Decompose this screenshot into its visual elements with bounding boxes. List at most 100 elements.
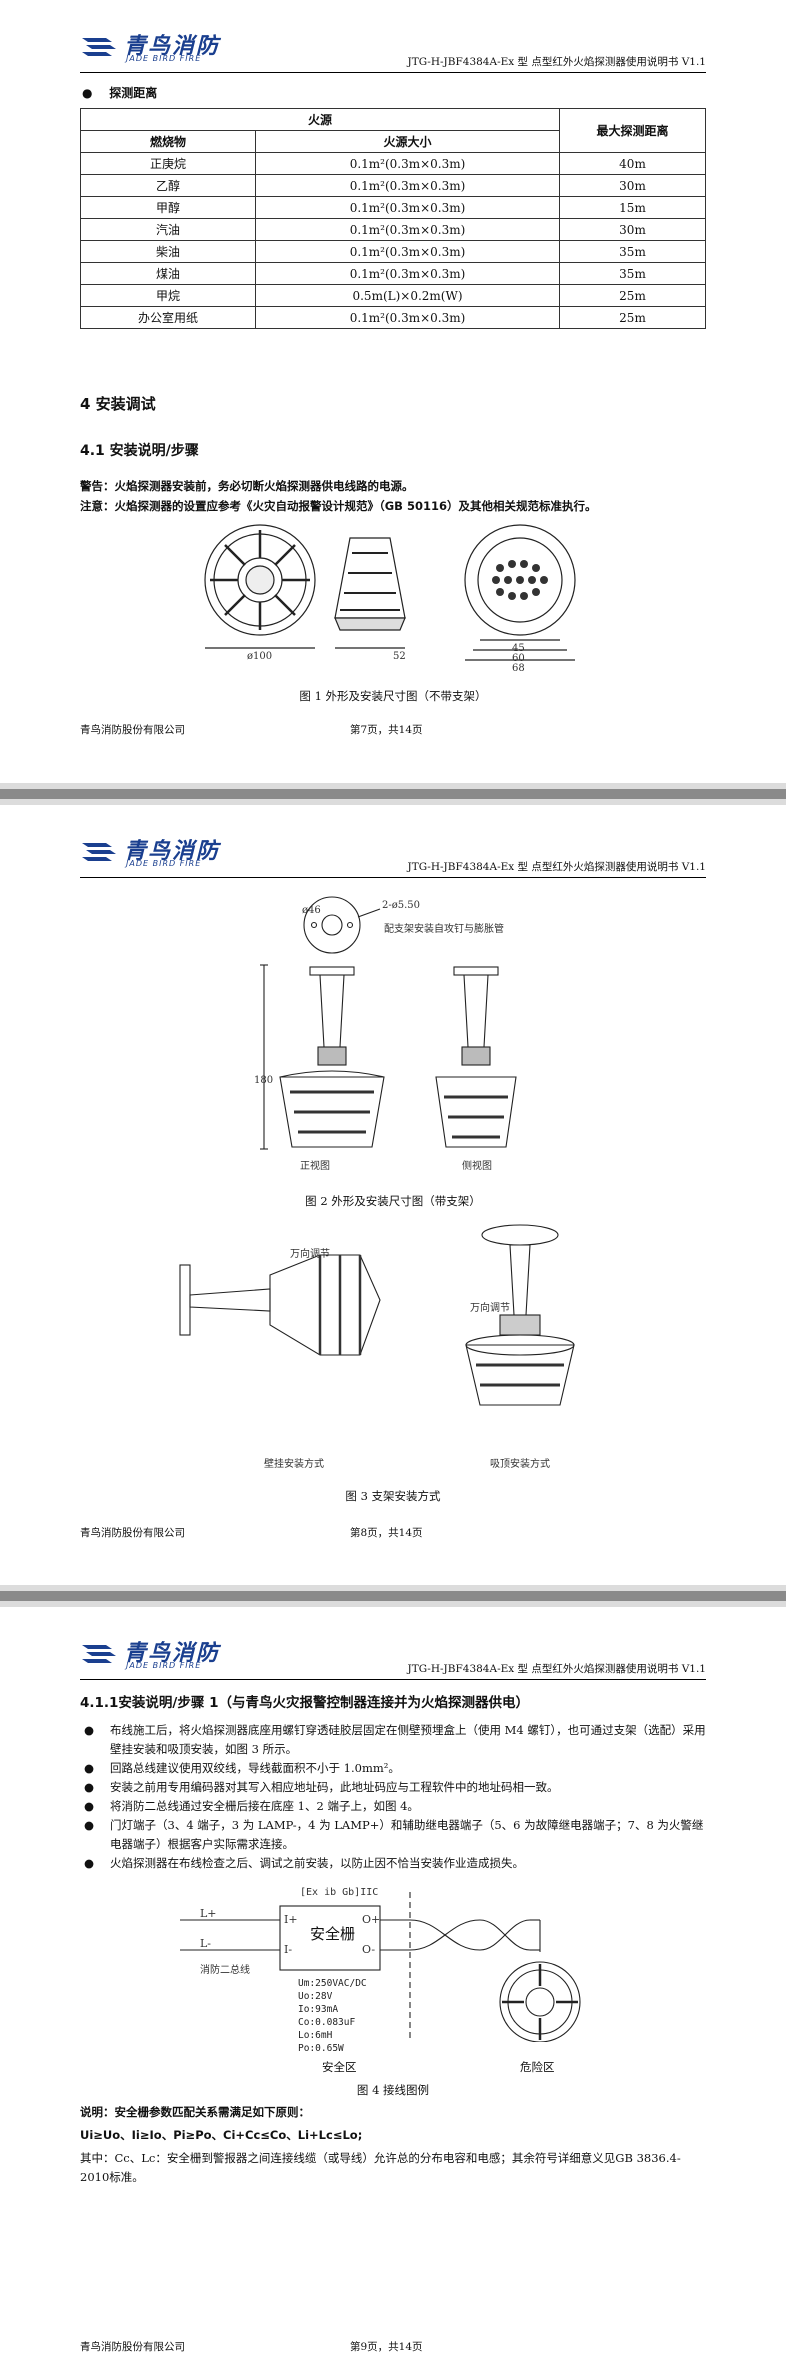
footer-page-number: 第9页，共14页: [350, 2341, 423, 2353]
page-8: 青鸟消防 JADE BIRD FIRE JTG-H-JBF4384A-Ex 型 …: [0, 805, 786, 1585]
label-o-minus: O-: [362, 1943, 376, 1956]
cell-range: 30m: [559, 218, 706, 241]
section-label: 探测距离: [109, 86, 158, 100]
page-9: 青鸟消防 JADE BIRD FIRE JTG-H-JBF4384A-Ex 型 …: [0, 1607, 786, 2371]
cell-size: 0.5m(L)×0.2m(W): [255, 284, 560, 307]
page-header: 青鸟消防 JADE BIRD FIRE JTG-H-JBF4384A-Ex 型 …: [80, 1635, 706, 1679]
dim-holes: 2-ø5.50: [382, 900, 421, 911]
cell-range: 35m: [559, 240, 706, 263]
param-io: Io:93mA: [298, 2004, 339, 2015]
page-separator: [0, 783, 786, 805]
label-i-plus: I+: [284, 1913, 298, 1926]
cell-size: 0.1m²(0.3m×0.3m): [255, 262, 560, 285]
cell-range: 15m: [559, 196, 706, 219]
figure-3-drawing: [179, 1224, 575, 1406]
list-item: ●将消防二总线通过安全栅后接在底座 1、2 端子上，如图 4。: [80, 1797, 706, 1816]
bullet-icon: ●: [84, 1799, 95, 1813]
logo-en: JADE BIRD FIRE: [126, 54, 202, 63]
dim-180: 180: [254, 1075, 274, 1086]
page-7: 青鸟消防 JADE BIRD FIRE JTG-H-JBF4384A-Ex 型 …: [0, 0, 786, 783]
cell-fuel: 正庚烷: [80, 152, 256, 175]
document-title: JTG-H-JBF4384A-Ex 型 点型红外火焰探测器使用说明书 V1.1: [407, 861, 707, 873]
heading-install-debug: 4 安装调试: [80, 395, 156, 413]
figure-3-caption: 图 3 支架安装方式: [345, 1489, 441, 1503]
heading-step-1: 4.1.1安装说明/步骤 1（与青鸟火灾报警控制器连接并为火焰探测器供电）: [80, 1695, 529, 1711]
param-po: Po:0.65W: [298, 2043, 344, 2054]
label-o-plus: O+: [362, 1913, 381, 1926]
cell-size: 0.1m²(0.3m×0.3m): [255, 152, 560, 175]
document-title: JTG-H-JBF4384A-Ex 型 点型红外火焰探测器使用说明书 V1.1: [407, 1663, 707, 1675]
install-steps-list: ●布线施工后，将火焰探测器底座用螺钉穿透硅胶层固定在侧壁预埋盒上（使用 M4 螺…: [80, 1721, 706, 1873]
header-rule: [80, 1679, 706, 1680]
cell-fuel: 煤油: [80, 262, 256, 285]
figure-4-wiring-diagram: [180, 1892, 581, 2042]
figure-2-drawing: [260, 896, 517, 1150]
dim-d100: ø100: [247, 651, 273, 662]
note-formula: Ui≥Uo、Ii≥Io、Pi≥Po、Ci+Cc≤Co、Li+Lc≤Lo;: [80, 2128, 363, 2142]
list-item: ●火焰探测器在布线检查之后、调试之前安装，以防止因不恰当安装作业造成损失。: [80, 1854, 706, 1873]
document-title: JTG-H-JBF4384A-Ex 型 点型红外火焰探测器使用说明书 V1.1: [407, 56, 707, 68]
attention-text: 注意：火焰探测器的设置应参考《火灾自动报警设计规范》（GB 50116）及其他相…: [80, 499, 597, 513]
header-rule: [80, 72, 706, 73]
cell-range: 35m: [559, 262, 706, 285]
bullet-icon: ●: [84, 1856, 95, 1870]
cell-fuel: 甲烷: [80, 284, 256, 307]
cell-size: 0.1m²(0.3m×0.3m): [255, 306, 560, 329]
label-i-minus: I-: [284, 1943, 293, 1956]
bullet-icon: ●: [84, 1723, 95, 1737]
header-rule: [80, 877, 706, 878]
label-front-view: 正视图: [300, 1161, 330, 1172]
table-header-range: 最大探测距离: [559, 108, 706, 153]
label-ex-marking: [Ex ib Gb]IIC: [300, 1887, 379, 1898]
label-l-plus: L+: [200, 1907, 217, 1920]
dim-68: 68: [512, 663, 525, 674]
footer-company: 青鸟消防股份有限公司: [80, 2341, 185, 2353]
bullet-icon: ●: [82, 86, 93, 100]
company-logo: 青鸟消防 JADE BIRD FIRE: [80, 1635, 230, 1675]
label-universal-adjust-1: 万向调节: [290, 1249, 330, 1260]
list-item: ●布线施工后，将火焰探测器底座用螺钉穿透硅胶层固定在侧壁预埋盒上（使用 M4 螺…: [84, 1723, 706, 1756]
barrier-parameters: Um:250VAC/DC Uo:28V Io:93mA Co:0.083uF L…: [298, 1977, 367, 2055]
warning-text: 警告：火焰探测器安装前，务必切断火焰探测器供电线路的电源。: [80, 479, 414, 493]
list-item: ●门灯端子（3、4 端子，3 为 LAMP-，4 为 LAMP+）和辅助继电器端…: [84, 1818, 704, 1851]
dim-60: 60: [512, 653, 525, 664]
param-lo: Lo:6mH: [298, 2030, 333, 2041]
heading-install-steps: 4.1 安装说明/步骤: [80, 443, 199, 459]
param-co: Co:0.083uF: [298, 2017, 356, 2028]
note-mounting-hardware: 配支架安装自攻钉与膨胀管: [384, 924, 504, 935]
logo-en: JADE BIRD FIRE: [126, 859, 202, 868]
figure-2-caption: 图 2 外形及安装尺寸图（带支架）: [305, 1194, 481, 1208]
cell-range: 40m: [559, 152, 706, 175]
figure-1-caption: 图 1 外形及安装尺寸图（不带支架）: [299, 689, 487, 703]
footer-company: 青鸟消防股份有限公司: [80, 724, 185, 736]
note-title: 说明：安全栅参数匹配关系需满足如下原则：: [80, 2105, 310, 2119]
label-fire-bus: 消防二总线: [200, 1965, 250, 1976]
bullet-icon: ●: [84, 1761, 95, 1775]
cell-range: 25m: [559, 306, 706, 329]
footer-company: 青鸟消防股份有限公司: [80, 1527, 185, 1539]
page-header: 青鸟消防 JADE BIRD FIRE JTG-H-JBF4384A-Ex 型 …: [80, 28, 706, 72]
cell-fuel: 办公室用纸: [80, 306, 256, 329]
label-universal-adjust-2: 万向调节: [470, 1303, 510, 1314]
dim-52: 52: [393, 651, 406, 662]
company-logo: 青鸟消防 JADE BIRD FIRE: [80, 28, 230, 68]
cell-size: 0.1m²(0.3m×0.3m): [255, 196, 560, 219]
cell-range: 25m: [559, 284, 706, 307]
cell-fuel: 柴油: [80, 240, 256, 263]
label-danger-zone: 危险区: [520, 2060, 555, 2074]
page-separator: [0, 1585, 786, 1607]
label-side-view: 侧视图: [462, 1161, 492, 1172]
cell-size: 0.1m²(0.3m×0.3m): [255, 240, 560, 263]
logo-cn: 青鸟消防: [124, 34, 221, 59]
label-l-minus: L-: [200, 1937, 212, 1950]
company-logo: 青鸟消防 JADE BIRD FIRE: [80, 833, 230, 873]
cell-fuel: 汽油: [80, 218, 256, 241]
